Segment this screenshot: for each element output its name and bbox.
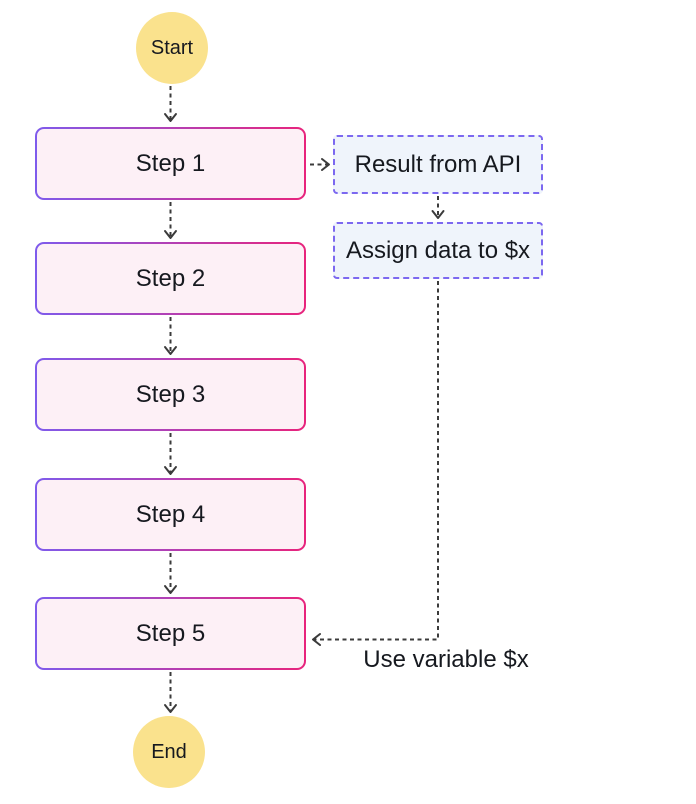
step-node-1-label: Step 1 — [135, 149, 206, 177]
start-node: Start — [136, 12, 208, 84]
side-node-result-from-api: Result from API — [333, 135, 543, 194]
side-node-assign-data: Assign data to $x — [333, 222, 543, 279]
step-node-5: Step 5 — [35, 597, 306, 670]
step-node-1: Step 1 — [35, 127, 306, 200]
step-node-3-label: Step 3 — [135, 380, 206, 408]
step-node-2: Step 2 — [35, 242, 306, 315]
step-node-5-label: Step 5 — [135, 619, 206, 647]
side-node-result-label: Result from API — [354, 150, 522, 178]
step-node-2-label: Step 2 — [135, 264, 206, 292]
start-node-label: Start — [150, 37, 194, 59]
side-node-assign-label: Assign data to $x — [345, 236, 531, 264]
step-node-4-label: Step 4 — [135, 500, 206, 528]
arrow-assign-to-step5 — [312, 281, 439, 646]
step-node-4: Step 4 — [35, 478, 306, 551]
end-node-label: End — [151, 741, 187, 763]
end-node: End — [133, 716, 205, 788]
use-variable-annotation: Use variable $x — [363, 646, 529, 673]
step-node-3: Step 3 — [35, 358, 306, 431]
